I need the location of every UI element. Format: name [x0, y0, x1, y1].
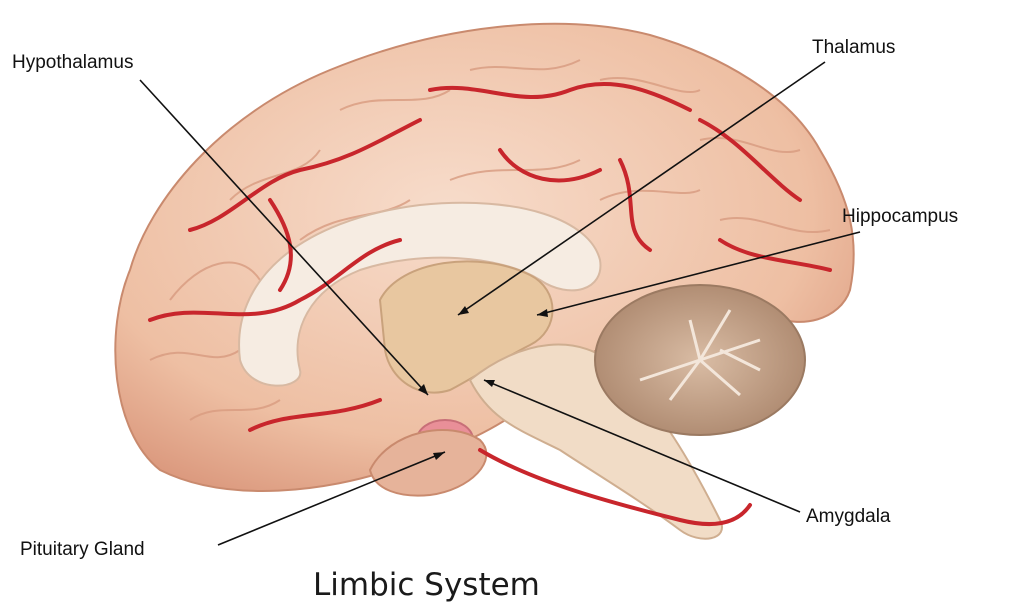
pituitary-gland-label: Pituitary Gland	[20, 540, 145, 559]
hypothalamus-label: Hypothalamus	[12, 53, 133, 72]
amygdala-label: Amygdala	[806, 507, 891, 526]
hippocampus-label: Hippocampus	[842, 207, 958, 226]
thalamus-label: Thalamus	[812, 38, 895, 57]
diagram-title: Limbic System	[313, 570, 540, 601]
